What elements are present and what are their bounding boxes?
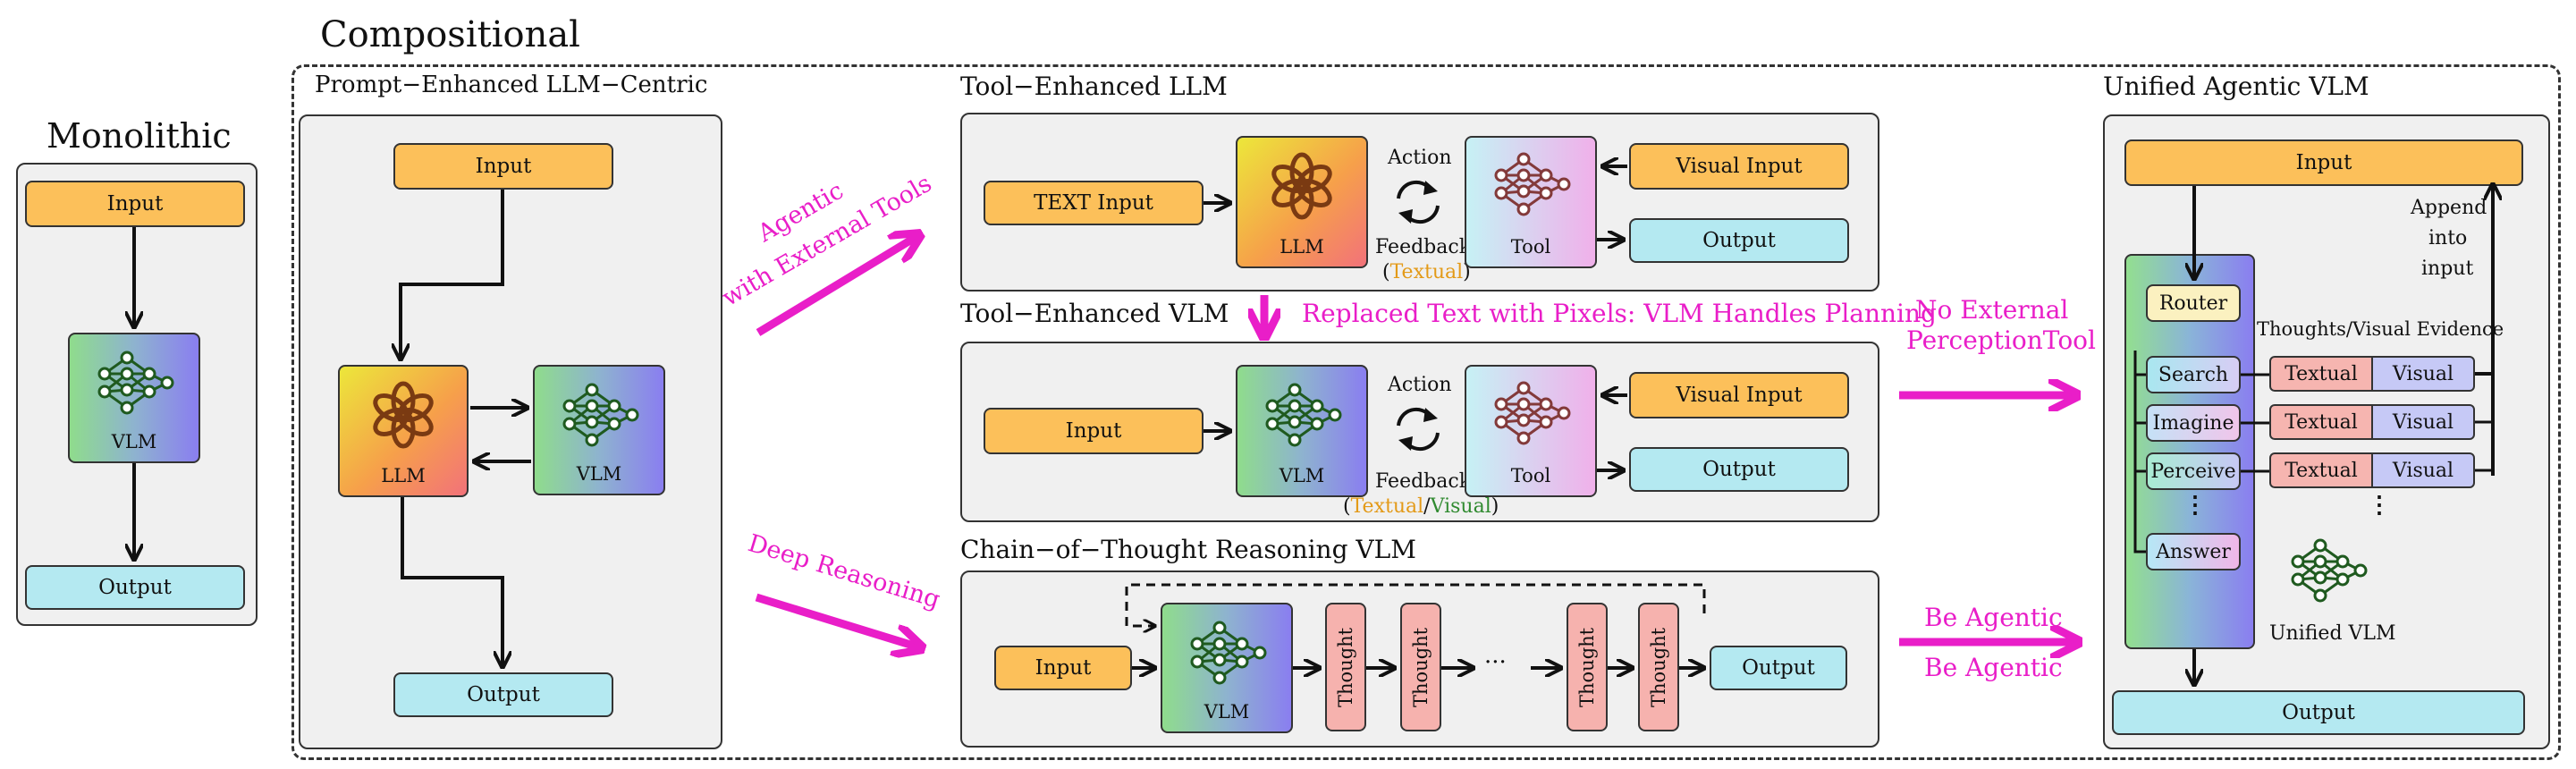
compositional-title: Compositional	[320, 14, 580, 55]
textual-tag-3: Textual	[2269, 452, 2373, 488]
mono-vlm-box: VLM	[68, 333, 200, 463]
visual-tag-2: Visual	[2371, 404, 2475, 440]
tool-llm-feedback-label: Feedback	[1375, 236, 1472, 258]
prompt-vlm-label: VLM	[576, 463, 622, 485]
tool-llm-feedback-type: (Textual)	[1382, 261, 1471, 283]
compositional-frame	[291, 64, 2561, 760]
textual-tag-2: Textual	[2269, 404, 2373, 440]
tool-vlm-output: Output	[1629, 447, 1849, 492]
tool-llm-llm-label: LLM	[1280, 236, 1324, 258]
unified-vlm-label: Unified VLM	[2269, 622, 2396, 645]
no-external-label-2: PerceptionTool	[1906, 325, 2096, 355]
mono-vlm-label: VLM	[111, 431, 157, 452]
slash: /	[1423, 495, 1431, 518]
cot-ellipsis: ···	[1484, 649, 1507, 676]
tool-vlm-vlm-label: VLM	[1279, 465, 1325, 486]
tool-llm-title: Tool−Enhanced LLM	[960, 72, 1228, 101]
tool-vlm-vlm-box: VLM	[1236, 365, 1368, 497]
feedback-textual: Textual	[1389, 261, 1464, 283]
mono-input-box: Input	[25, 181, 245, 227]
prompt-llm-box: LLM	[338, 365, 469, 497]
tool-llm-action-label: Action	[1388, 147, 1452, 169]
imagine-box: Imagine	[2146, 404, 2241, 442]
paren-open: (	[1382, 261, 1390, 283]
paren-open: (	[1343, 495, 1351, 518]
tool-vlm-visual-input: Visual Input	[1629, 372, 1849, 418]
visual-tag-1: Visual	[2371, 356, 2475, 392]
cot-input: Input	[994, 646, 1132, 690]
replaced-text-label: Replaced Text with Pixels: VLM Handles P…	[1302, 299, 1937, 328]
tool-vlm-title: Tool−Enhanced VLM	[960, 299, 1229, 328]
prompt-llm-label: LLM	[381, 465, 426, 486]
prompt-output-box: Output	[393, 672, 613, 717]
cot-vlm-box: VLM	[1161, 603, 1293, 733]
feedback-textual: Textual	[1350, 495, 1424, 518]
evidence-label: Thoughts/Visual Evidence	[2257, 318, 2504, 340]
arrow	[755, 593, 919, 647]
router-box: Router	[2146, 284, 2241, 322]
cot-title: Chain−of−Thought Reasoning VLM	[960, 535, 1416, 564]
tool-vlm-input: Input	[984, 408, 1204, 454]
tool-llm-tool-label: Tool	[1510, 236, 1551, 258]
be-agentic-label-2: Be Agentic	[1924, 653, 2063, 682]
paren-close: )	[1491, 495, 1499, 518]
cot-vlm-label: VLM	[1204, 701, 1250, 723]
mono-output-box: Output	[25, 565, 245, 610]
unified-input: Input	[2124, 139, 2523, 186]
tool-llm-tool-box: Tool	[1465, 136, 1597, 268]
prompt-vlm-box: VLM	[533, 365, 665, 495]
vdots-right: ⋮	[2368, 492, 2391, 519]
prompt-input-box: Input	[393, 143, 613, 190]
arrow	[2475, 184, 2493, 476]
answer-box: Answer	[2146, 533, 2241, 570]
paren-close: )	[1463, 261, 1471, 283]
append-label-1: Append	[2411, 197, 2487, 219]
tool-vlm-tool-box: Tool	[1465, 365, 1597, 497]
search-box: Search	[2146, 356, 2241, 393]
prompt-llm-title: Prompt−Enhanced LLM−Centric	[315, 72, 708, 98]
tool-vlm-action-label: Action	[1388, 374, 1452, 396]
no-external-label-1: No External	[1915, 295, 2069, 325]
cot-output: Output	[1710, 646, 1847, 690]
visual-tag-3: Visual	[2371, 452, 2475, 488]
arrow	[401, 497, 503, 667]
unified-output: Output	[2112, 690, 2525, 735]
append-label-3: input	[2421, 258, 2474, 280]
monolithic-title: Monolithic	[46, 116, 232, 156]
tool-vlm-feedback-label: Feedback	[1375, 470, 1472, 493]
append-label-2: into	[2428, 227, 2468, 249]
be-agentic-label-1: Be Agentic	[1924, 603, 2063, 632]
tool-vlm-tool-label: Tool	[1510, 465, 1551, 486]
arrow	[401, 190, 504, 359]
perceive-box: Perceive	[2146, 452, 2241, 490]
vdots-left: ⋮	[2183, 492, 2207, 519]
textual-tag-1: Textual	[2269, 356, 2373, 392]
tool-vlm-feedback-type: (Textual/Visual)	[1343, 495, 1499, 518]
tool-llm-llm-box: LLM	[1236, 136, 1368, 268]
feedback-visual: Visual	[1430, 495, 1491, 518]
unified-title: Unified Agentic VLM	[2103, 72, 2369, 101]
tool-llm-output: Output	[1629, 218, 1849, 263]
arrow	[1125, 583, 1706, 626]
arrow	[756, 236, 917, 336]
tool-llm-text-input: TEXT Input	[984, 181, 1204, 225]
tool-llm-visual-input: Visual Input	[1629, 143, 1849, 190]
